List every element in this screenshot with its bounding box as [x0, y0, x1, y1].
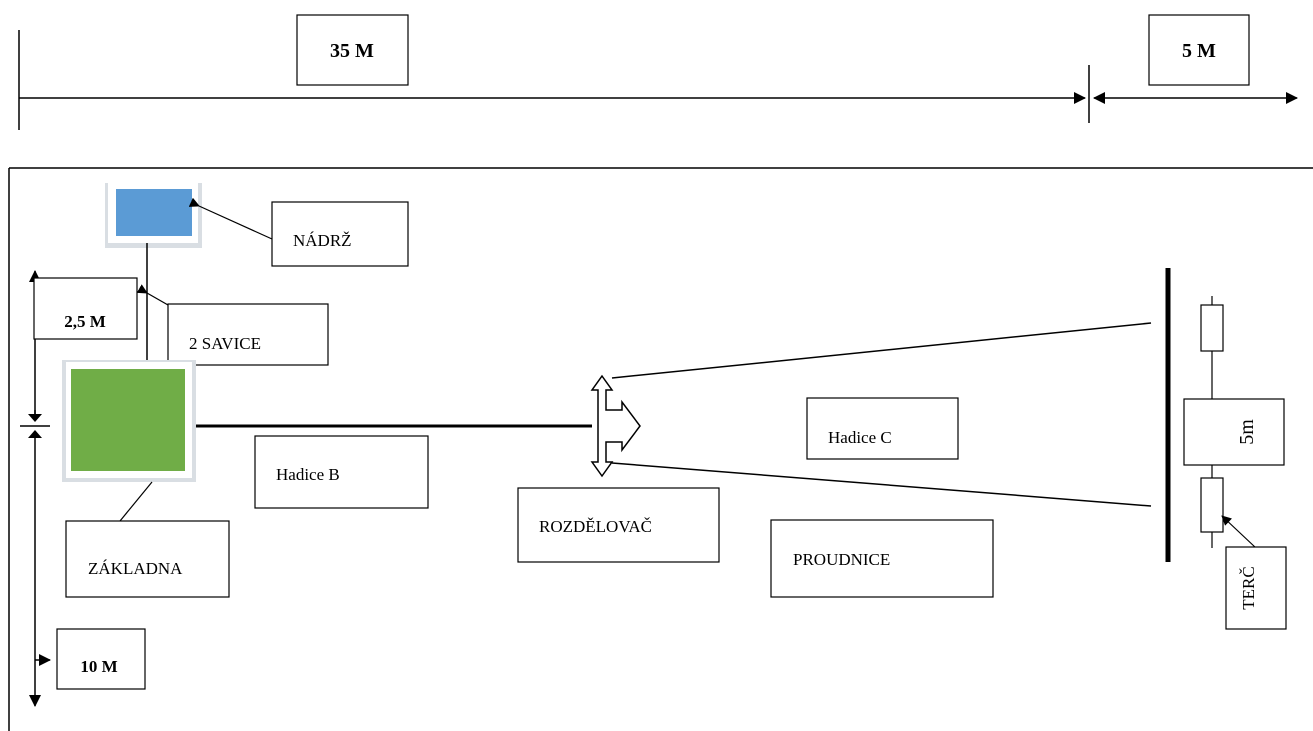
distributor-label-box	[517, 487, 720, 563]
field-frame	[8, 167, 1313, 731]
nozzles-label: PROUDNICE	[793, 550, 890, 569]
base-label: ZÁKLADNA	[88, 559, 183, 578]
hose-b-label-box	[254, 435, 429, 509]
tank	[105, 183, 202, 248]
distributor-icon	[590, 374, 641, 478]
target-label-box	[1225, 546, 1287, 630]
dim-label-10m: 10 M	[80, 657, 117, 676]
scale-label-5m: 5 M	[1182, 40, 1216, 62]
base	[62, 360, 196, 482]
hose-b-label: Hadice B	[276, 465, 340, 484]
dim-label-2-5m: 2,5 M	[64, 312, 106, 331]
top-scale: 35 M 5 M	[18, 14, 1298, 130]
distributor-label: ROZDĚLOVAČ	[539, 517, 652, 536]
scale-label-box-5m	[1148, 14, 1250, 86]
suction-label: 2 SAVICE	[189, 334, 261, 353]
suction-pointer-line	[136, 284, 169, 306]
tank-fill	[116, 189, 192, 236]
scale-label-box-35m	[296, 14, 409, 86]
target-upper	[1200, 304, 1224, 352]
target-lower	[1200, 477, 1224, 533]
tank-pointer-line	[188, 197, 273, 240]
base-pointer-line	[119, 481, 153, 522]
tank-label: NÁDRŽ	[293, 231, 352, 250]
suction-label-box	[167, 303, 329, 366]
hose-c-lower-line	[611, 462, 1152, 507]
base-fill	[71, 369, 185, 471]
target-pointer-line	[1221, 515, 1257, 549]
hose-c-label-box	[806, 397, 959, 460]
target-spacing-box	[1183, 398, 1285, 466]
target-spacing-label: 5m	[1236, 419, 1258, 445]
nozzles-label-box	[770, 519, 994, 598]
base-label-box	[65, 520, 230, 598]
hose-c-upper-line	[611, 322, 1152, 379]
tank-label-box	[271, 201, 409, 267]
target-label: TERČ	[1239, 566, 1258, 609]
dim-label-box-10m	[56, 628, 146, 690]
dim-label-box-2-5m	[33, 277, 138, 340]
hose-c-label: Hadice C	[828, 428, 892, 447]
scale-label-35m: 35 M	[330, 40, 374, 62]
